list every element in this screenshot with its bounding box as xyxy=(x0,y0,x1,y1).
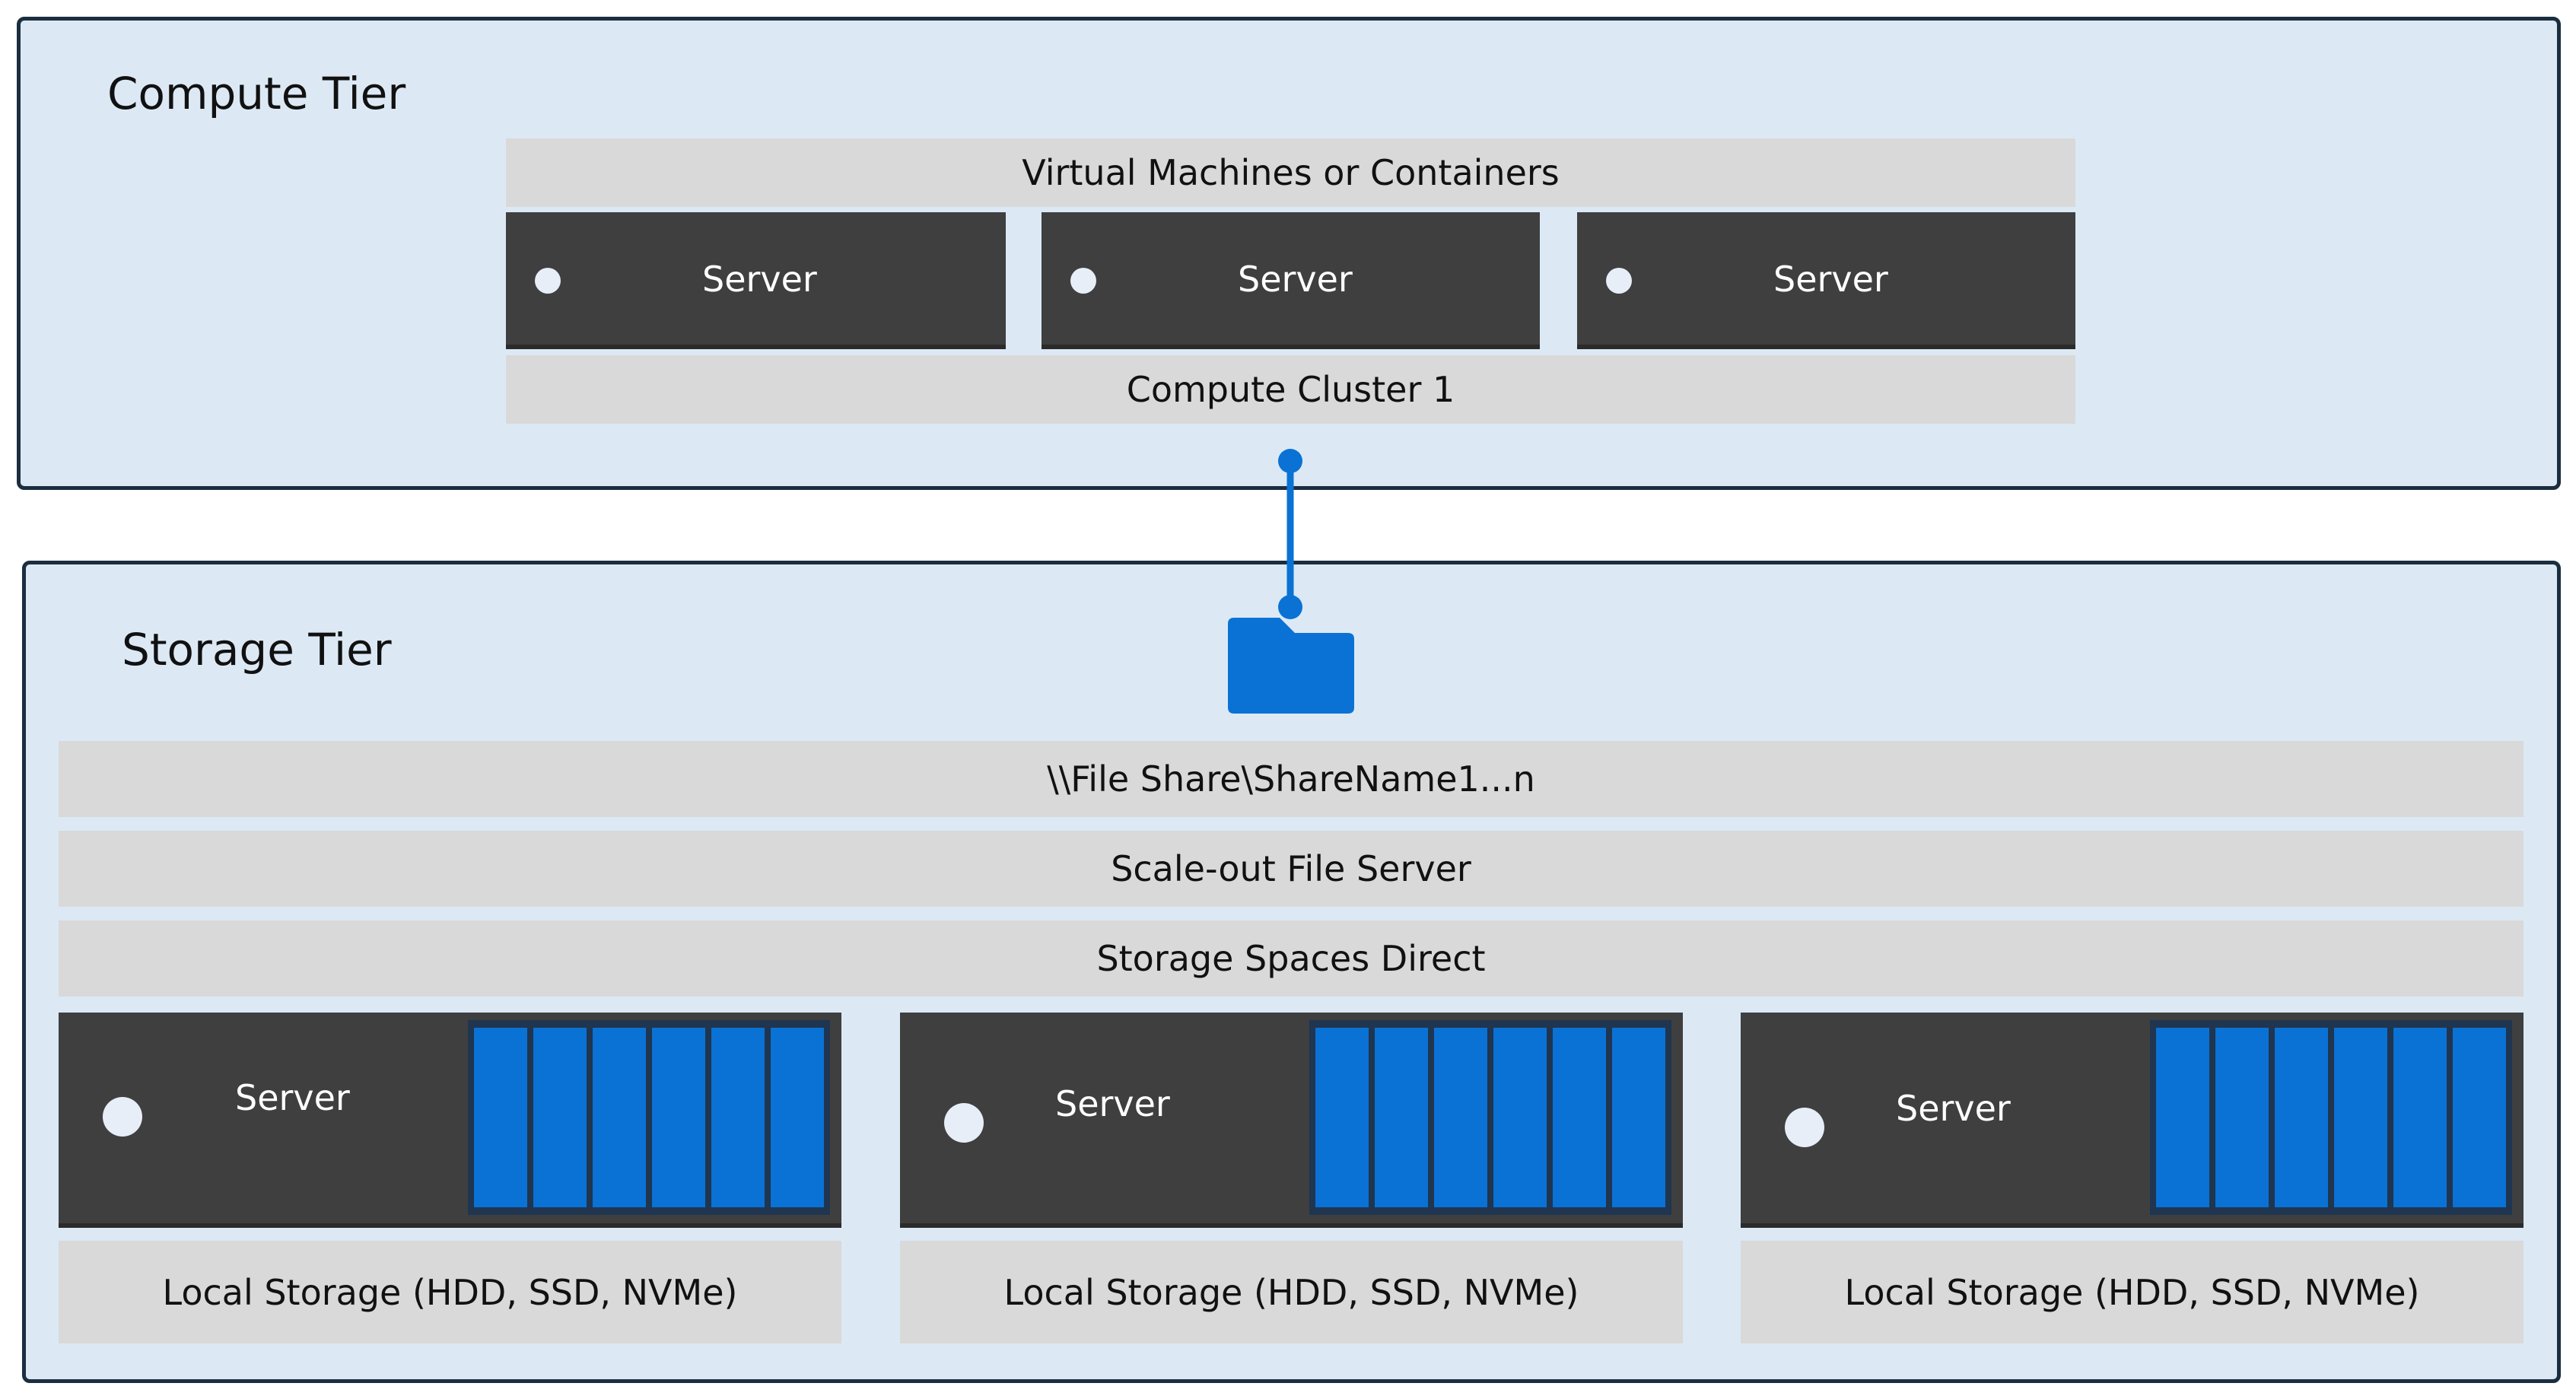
drive-slot xyxy=(1375,1028,1428,1207)
server-label: Server xyxy=(1773,259,1888,300)
power-led-icon xyxy=(103,1097,142,1137)
drive-slot xyxy=(474,1028,527,1207)
local-storage-1: Local Storage (HDD, SSD, NVMe) xyxy=(59,1241,841,1343)
drive-slot xyxy=(2334,1028,2387,1207)
power-led-icon xyxy=(1070,268,1096,294)
compute-server-3: Server xyxy=(1577,212,2075,349)
drive-slot xyxy=(1493,1028,1547,1207)
drive-bay xyxy=(468,1020,830,1215)
storage-spaces-direct-layer: Storage Spaces Direct xyxy=(59,920,2524,997)
drive-slot xyxy=(593,1028,646,1207)
storage-tier-title: Storage Tier xyxy=(122,624,392,676)
file-share-layer: \\File Share\ShareName1...n xyxy=(59,741,2524,817)
power-led-icon xyxy=(1785,1108,1824,1147)
drive-slot xyxy=(711,1028,765,1207)
server-label: Server xyxy=(1055,1083,1170,1124)
drive-slot xyxy=(2275,1028,2328,1207)
server-label: Server xyxy=(235,1077,350,1118)
drive-slot xyxy=(1612,1028,1665,1207)
compute-cluster-label: Compute Cluster 1 xyxy=(506,355,2075,424)
server-label: Server xyxy=(1896,1088,2011,1129)
storage-server-3: Server xyxy=(1741,1013,2524,1228)
connector-endpoint-top xyxy=(1278,449,1302,473)
drive-slot xyxy=(1434,1028,1487,1207)
storage-server-2: Server xyxy=(900,1013,1683,1228)
compute-server-2: Server xyxy=(1042,212,1540,349)
power-led-icon xyxy=(535,268,561,294)
local-storage-3: Local Storage (HDD, SSD, NVMe) xyxy=(1741,1241,2524,1343)
connector-endpoint-bottom xyxy=(1278,595,1302,619)
power-led-icon xyxy=(1606,268,1632,294)
local-storage-2: Local Storage (HDD, SSD, NVMe) xyxy=(900,1241,1683,1343)
drive-slot xyxy=(2453,1028,2506,1207)
storage-server-1: Server xyxy=(59,1013,841,1228)
drive-slot xyxy=(1315,1028,1369,1207)
compute-server-1: Server xyxy=(506,212,1006,349)
drive-bay xyxy=(1309,1020,1671,1215)
drive-slot xyxy=(771,1028,824,1207)
scale-out-file-server-layer: Scale-out File Server xyxy=(59,831,2524,907)
drive-slot xyxy=(2156,1028,2209,1207)
vm-container-layer: Virtual Machines or Containers xyxy=(506,138,2075,207)
drive-slot xyxy=(652,1028,705,1207)
drive-bay xyxy=(2150,1020,2512,1215)
drive-slot xyxy=(2215,1028,2269,1207)
server-label: Server xyxy=(702,259,817,300)
drive-slot xyxy=(533,1028,587,1207)
drive-slot xyxy=(2393,1028,2447,1207)
folder-icon xyxy=(1228,618,1354,714)
server-label: Server xyxy=(1238,259,1353,300)
power-led-icon xyxy=(944,1103,984,1143)
compute-tier-title: Compute Tier xyxy=(107,68,406,119)
drive-slot xyxy=(1553,1028,1606,1207)
